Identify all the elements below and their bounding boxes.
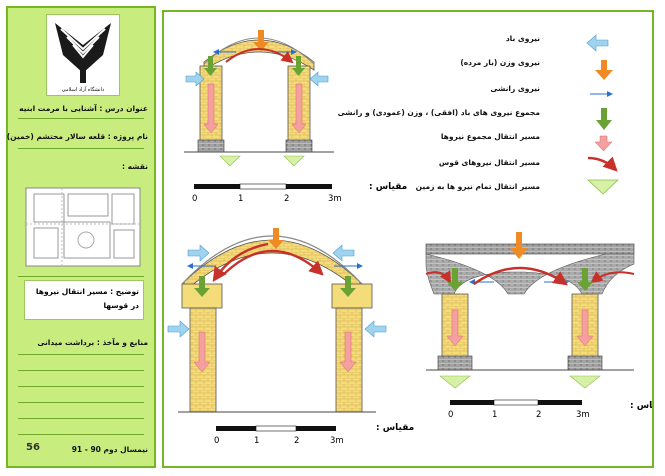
title-block-sidebar: دانشگاه آزاد اسلامی عنوان درس : آشنایی ب… xyxy=(6,6,156,468)
main-drawing-panel: 0 1 2 3m مقیاس : xyxy=(162,10,665,468)
scale-tick: 3m xyxy=(576,410,590,420)
divider xyxy=(18,418,144,419)
scale-tick: 0 xyxy=(214,436,219,446)
divider xyxy=(18,118,144,119)
divider xyxy=(18,370,144,371)
azad-university-emblem-icon: دانشگاه آزاد اسلامی xyxy=(55,23,111,93)
arch-diagram-large xyxy=(167,228,387,432)
legend-label-path: مسیر انتقال مجموع نیروها xyxy=(440,132,540,141)
course-title: عنوان درس : آشنایی با مرمت ابنیه xyxy=(19,104,148,113)
legend-label-thrust: نیروی رانشی xyxy=(490,84,540,93)
legend-label-wind: نیروی باد xyxy=(505,34,540,43)
floor-plan-drawing xyxy=(24,184,142,270)
ground-legend-icon xyxy=(586,179,620,195)
legend-label-arch-path: مسیر انتقال نیروهای قوس xyxy=(438,158,540,167)
scale-tick: 0 xyxy=(448,410,453,420)
divider xyxy=(18,148,144,149)
scale-tick: 0 xyxy=(192,194,197,204)
legend xyxy=(586,34,620,195)
arcade-diagram xyxy=(425,232,635,406)
scale-tick: 1 xyxy=(238,194,243,204)
legend-label-sum: مجموع نیروی های باد (افقی) ، وزن (عمودی)… xyxy=(337,108,540,117)
scale-tick: 2 xyxy=(294,436,299,446)
wind-legend-icon xyxy=(586,34,609,52)
scale-tick: 2 xyxy=(536,410,541,420)
university-logo: دانشگاه آزاد اسلامی xyxy=(46,14,120,96)
plan-label: نقشه : xyxy=(121,162,148,171)
weight-legend-icon xyxy=(595,60,613,80)
sum-arrow-icon xyxy=(292,56,305,76)
scale-tick: 3m xyxy=(330,436,344,446)
arch-diagram-small xyxy=(184,30,334,190)
sum-legend-icon xyxy=(596,108,612,130)
project-name: نام پروژه : قلعه سالار محتشم (خمین) xyxy=(6,132,148,141)
divider xyxy=(18,434,144,435)
scale-label: مقیاس : xyxy=(369,182,407,192)
arch-path-legend-icon xyxy=(587,156,618,172)
sources: منابع و مآخذ : برداشت میدانی xyxy=(37,338,148,347)
path-legend-icon xyxy=(594,135,613,152)
divider xyxy=(18,402,144,403)
page-number: 56 xyxy=(26,442,40,453)
svg-text:دانشگاه آزاد اسلامی: دانشگاه آزاد اسلامی xyxy=(62,86,104,93)
weight-arrow-icon xyxy=(253,30,269,51)
divider xyxy=(18,276,144,277)
scale-tick: 3m xyxy=(328,194,342,204)
scale-tick: 1 xyxy=(492,410,497,420)
wind-arrow-icon xyxy=(185,71,205,87)
arch-force-diagrams: 0 1 2 3m مقیاس : xyxy=(167,30,665,446)
divider xyxy=(18,386,144,387)
divider xyxy=(18,354,144,355)
sum-arrow-icon xyxy=(204,56,217,76)
scale-label: مقیاس : xyxy=(630,401,652,411)
description-box: توضیح : مسیر انتقال نیروها در قوسها xyxy=(24,280,144,320)
scale-tick: 1 xyxy=(254,436,259,446)
scale-tick: 2 xyxy=(284,194,289,204)
description-text: توضیح : مسیر انتقال نیروها در قوسها xyxy=(35,287,139,310)
legend-label-ground: مسیر انتقال تمام نیرو ها به زمین xyxy=(415,182,540,191)
semester: نیمسال دوم 90 - 91 xyxy=(71,445,148,454)
legend-label-weight: نیروی وزن (بار مرده) xyxy=(460,58,540,67)
wind-arrow-icon xyxy=(309,71,329,87)
scale-label: مقیاس : xyxy=(376,423,414,433)
